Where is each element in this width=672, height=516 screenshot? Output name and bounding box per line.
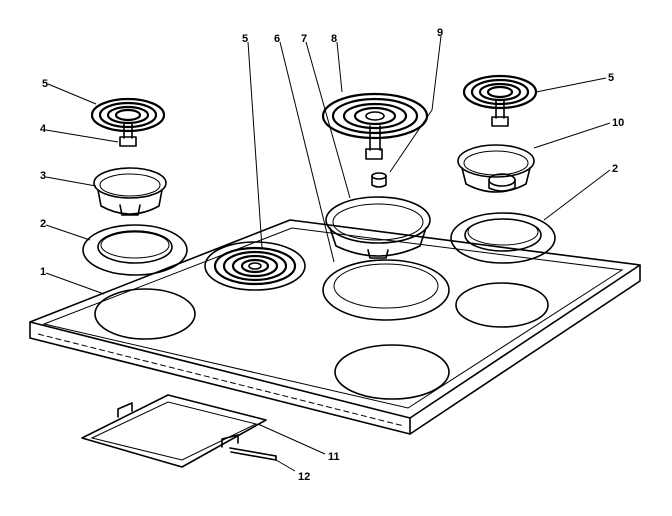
- callout-labels: 5 4 3 2 1 5 6 7 8 9 5 10 2 11 12: [40, 27, 624, 483]
- vent-frame: [81, 394, 267, 468]
- panel-opening-right-front: [455, 282, 549, 328]
- callout-12: 12: [298, 471, 310, 483]
- trim-ring-right: [450, 212, 556, 264]
- callout-2-left: 2: [40, 218, 46, 230]
- callout-8: 8: [331, 33, 337, 45]
- vent-handle: [229, 447, 277, 461]
- callout-6: 6: [274, 33, 280, 45]
- callout-9: 9: [437, 27, 443, 39]
- cooktop-panel: [29, 219, 641, 435]
- callout-11: 11: [328, 451, 340, 463]
- surface-element-large: [321, 92, 429, 160]
- drip-pan-left: [93, 167, 167, 216]
- terminal-block-left: [119, 136, 137, 147]
- leader-lines: [45, 35, 611, 472]
- callout-1: 1: [40, 266, 46, 278]
- callout-5-right: 5: [608, 72, 614, 84]
- panel-opening-left-front: [94, 288, 196, 340]
- surface-element-left: [90, 97, 166, 147]
- receptacle: [371, 172, 387, 188]
- callout-5-center: 5: [242, 33, 248, 45]
- surface-element-right: [462, 74, 538, 127]
- terminal-block-right: [491, 116, 509, 127]
- callout-3: 3: [40, 170, 46, 182]
- trim-ring-left: [82, 224, 188, 276]
- drip-pan-right: [457, 144, 535, 193]
- terminal-block-large: [365, 148, 383, 160]
- callout-5-left: 5: [42, 78, 48, 90]
- surface-element-installed: [204, 241, 306, 291]
- callout-4: 4: [40, 123, 47, 135]
- callout-7: 7: [301, 33, 307, 45]
- callout-2-right: 2: [612, 163, 618, 175]
- panel-opening-center: [322, 259, 450, 321]
- drip-pan-center: [325, 196, 431, 259]
- callout-10: 10: [612, 117, 624, 129]
- panel-opening-front-large: [334, 344, 450, 400]
